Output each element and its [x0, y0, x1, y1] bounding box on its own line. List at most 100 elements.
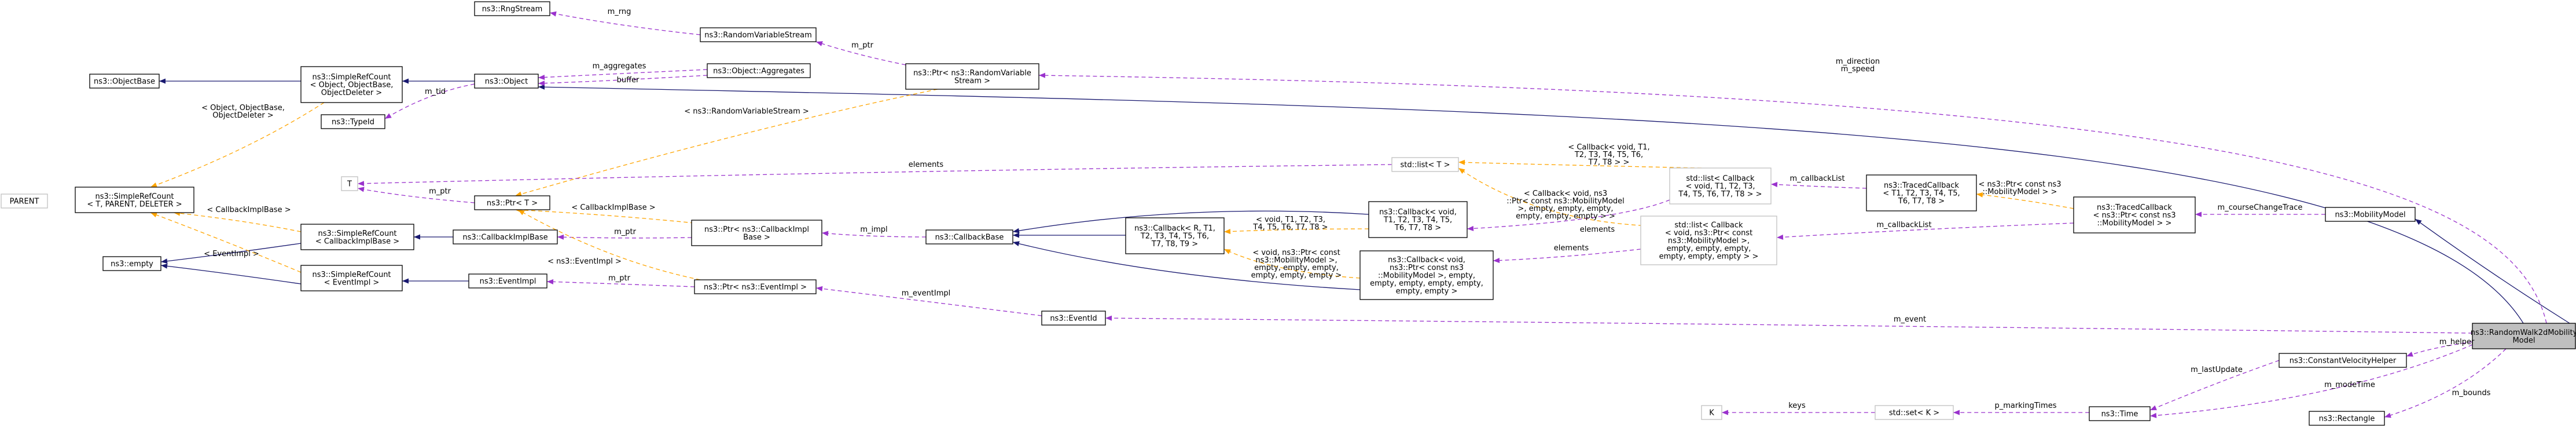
class-node-label: ns3::MobilityModel >, [1668, 237, 1750, 246]
class-node-label: < EventImpl > [324, 278, 380, 287]
class-node-simplerefcount-generic[interactable]: ns3::SimpleRefCount< T, PARENT, DELETER … [75, 187, 194, 213]
inherit-arrowhead [1013, 232, 1019, 238]
templ-arrowhead [150, 212, 157, 218]
class-node-eventid[interactable]: ns3::EventId [1041, 311, 1106, 326]
class-node-callback-void-generic[interactable]: ns3::Callback< void,T1, T2, T3, T4, T5,T… [1368, 201, 1468, 238]
class-node-label: T [347, 180, 352, 189]
member-arrowhead [358, 187, 365, 192]
class-node-parent[interactable]: PARENT [1, 194, 48, 209]
class-node-label: ns3::ObjectBase [94, 78, 155, 86]
class-node-rectangle[interactable]: ns3::Rectangle [2309, 411, 2385, 426]
class-node-simplerefcount-callbackimpl[interactable]: ns3::SimpleRefCount< CallbackImplBase > [300, 224, 414, 250]
member-arrowhead [2195, 211, 2202, 217]
class-node-simplerefcount-object[interactable]: ns3::SimpleRefCount< Object, ObjectBase,… [300, 66, 403, 103]
class-node-std-set-k[interactable]: std::set< K > [1875, 405, 1954, 420]
inherit-arrowhead [414, 234, 420, 240]
class-node-label: empty, empty, empty, empty, [1370, 279, 1483, 288]
member-arrowhead [550, 11, 557, 17]
class-node-time[interactable]: ns3::Time [2089, 406, 2151, 421]
class-node-ptr-randomvariablestream[interactable]: ns3::Ptr< ns3::RandomVariableStream > [905, 63, 1039, 90]
class-node-mobilitymodel[interactable]: ns3::MobilityModel [2325, 207, 2416, 222]
edge-label: m_modeTime [2324, 381, 2375, 389]
inherit-arrowhead [1013, 241, 1020, 247]
inherit-edge [1012, 242, 1361, 290]
class-node-label: ns3::empty [111, 260, 153, 269]
inherit-arrowhead [402, 278, 409, 284]
member-arrowhead [1493, 258, 1500, 264]
member-edge [1776, 222, 2074, 238]
class-node-label: T2, T3, T4, T5, T6, [1140, 232, 1209, 241]
class-node-label: ns3::Time [2101, 410, 2138, 419]
member-edge [357, 188, 475, 203]
class-node-label: ::MobilityModel > > [2097, 219, 2172, 228]
class-node-std-list-callback-traced[interactable]: std::list< Callback< void, T1, T2, T3,T4… [1669, 167, 1772, 205]
edge-label: m_ptr [429, 187, 451, 196]
class-node-eventimpl[interactable]: ns3::EventImpl [468, 273, 547, 289]
member-edge [384, 83, 475, 119]
member-edge [2384, 348, 2507, 418]
class-node-tracedcallback-mobility[interactable]: ns3::TracedCallback< ns3::Ptr< const ns3… [2073, 196, 2196, 233]
class-node-label: Base > [743, 233, 770, 242]
class-node-k[interactable]: K [1701, 405, 1722, 420]
class-node-label: ns3::Ptr< ns3::EventImpl > [704, 283, 807, 292]
class-node-typeid[interactable]: ns3::TypeId [321, 114, 385, 129]
edge-label: elements [909, 160, 944, 169]
inherit-edge [160, 265, 302, 284]
class-node-label: ns3::Callback< void, [1388, 256, 1465, 265]
templ-edge [1458, 167, 1650, 227]
class-node-t[interactable]: T [341, 176, 358, 191]
edge-label: m_helper [2439, 338, 2475, 346]
class-node-label: empty, empty > [1396, 287, 1458, 296]
edge-label: T4, T5, T6, T7, T8 > [1252, 223, 1328, 232]
class-node-label: std::set< K > [1889, 409, 1939, 418]
class-node-simplerefcount-eventimpl[interactable]: ns3::SimpleRefCount< EventImpl > [300, 265, 403, 291]
class-node-label: ns3::Ptr< ns3::RandomVariable [913, 69, 1031, 78]
class-node-callback-r[interactable]: ns3::Callback< R, T1,T2, T3, T4, T5, T6,… [1125, 217, 1225, 254]
class-node-object-aggregates[interactable]: ns3::Object::Aggregates [707, 63, 811, 78]
class-node-label: PARENT [10, 198, 39, 206]
class-node-empty[interactable]: ns3::empty [102, 256, 161, 271]
class-node-label: ::MobilityModel >, empty, [1378, 272, 1475, 280]
class-node-object[interactable]: ns3::Object [474, 74, 539, 89]
edge-label: ::Ptr< const ns3::MobilityModel [1506, 197, 1625, 206]
class-node-tracedcallback-generic[interactable]: ns3::TracedCallback< T1, T2, T3, T4, T5,… [1866, 174, 1977, 211]
class-node-label: ns3::RandomVariableStream [704, 31, 812, 40]
edge-label: m_direction [1836, 57, 1880, 66]
class-node-label: empty, empty, empty > > [1659, 253, 1759, 261]
class-node-objectbase[interactable]: ns3::ObjectBase [89, 74, 160, 89]
class-node-label: ns3::TypeId [332, 118, 374, 127]
inherit-edge [1012, 210, 1369, 232]
class-node-callback-void-mobility[interactable]: ns3::Callback< void,ns3::Ptr< const ns3:… [1359, 250, 1494, 300]
class-node-label: ns3::Ptr< T > [487, 199, 538, 208]
member-edge [821, 232, 927, 238]
class-node-label: std::list< Callback [1686, 174, 1755, 183]
inherit-arrowhead [2415, 219, 2422, 225]
edge-label: < Callback< void, ns3 [1524, 189, 1607, 198]
member-arrowhead [822, 231, 829, 236]
member-arrowhead [557, 234, 564, 240]
class-node-ptr-callbackimplbase[interactable]: ns3::Ptr< ns3::CallbackImplBase > [691, 220, 822, 246]
class-node-randomvariablestream[interactable]: ns3::RandomVariableStream [700, 27, 817, 42]
class-node-std-list-t[interactable]: std::list< T > [1391, 157, 1459, 172]
edge-label: empty, empty, empty > [1251, 271, 1342, 280]
member-edge [1105, 317, 2473, 334]
class-node-callbackimplbase[interactable]: ns3::CallbackImplBase [453, 229, 558, 244]
inherit-arrowhead [161, 263, 168, 269]
member-arrowhead [1467, 225, 1474, 231]
member-edge [557, 236, 692, 239]
inherit-arrowhead [159, 78, 166, 84]
class-node-constantvelocityhelper[interactable]: ns3::ConstantVelocityHelper [2279, 353, 2407, 368]
inherit-edge [160, 243, 302, 262]
class-node-callbackbase[interactable]: ns3::CallbackBase [925, 229, 1013, 244]
member-edge [815, 287, 1042, 316]
class-node-label: ns3::CallbackImplBase [462, 233, 547, 242]
class-node-rngstream[interactable]: ns3::RngStream [474, 1, 550, 16]
class-node-ptr-eventimpl[interactable]: ns3::Ptr< ns3::EventImpl > [694, 279, 817, 294]
member-arrowhead [547, 279, 554, 284]
edge-label: < Object, ObjectBase, [201, 104, 285, 112]
class-node-std-list-callback-mobility[interactable]: std::list< Callback< void, ns3::Ptr< con… [1640, 216, 1777, 265]
class-node-ptr-t[interactable]: ns3::Ptr< T > [474, 195, 550, 210]
class-node-label: Stream > [954, 76, 990, 85]
